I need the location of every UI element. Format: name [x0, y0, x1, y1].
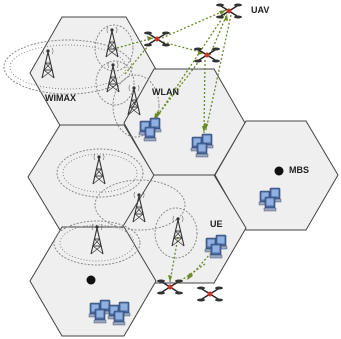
base-station-dot-icon [86, 275, 96, 285]
coverage-small [154, 207, 198, 259]
hex-cells [27, 16, 339, 337]
coverage-wimax [3, 39, 133, 95]
hex-cell-mbs [214, 120, 339, 231]
label-uav: UAV [251, 5, 269, 15]
coverage-wlan-3 [112, 74, 160, 138]
coverage-mid [94, 179, 186, 231]
label-mbs: MBS [289, 165, 309, 175]
coverage-center [56, 148, 144, 198]
label-wimax: WIMAX [45, 93, 76, 103]
base-station-dot-icon [274, 166, 284, 176]
coverage-bottom [53, 220, 141, 266]
label-wlan: WLAN [152, 87, 179, 97]
coverage-wlan-2 [95, 60, 135, 106]
uav-icon [196, 285, 224, 303]
label-ue: UE [210, 219, 223, 229]
